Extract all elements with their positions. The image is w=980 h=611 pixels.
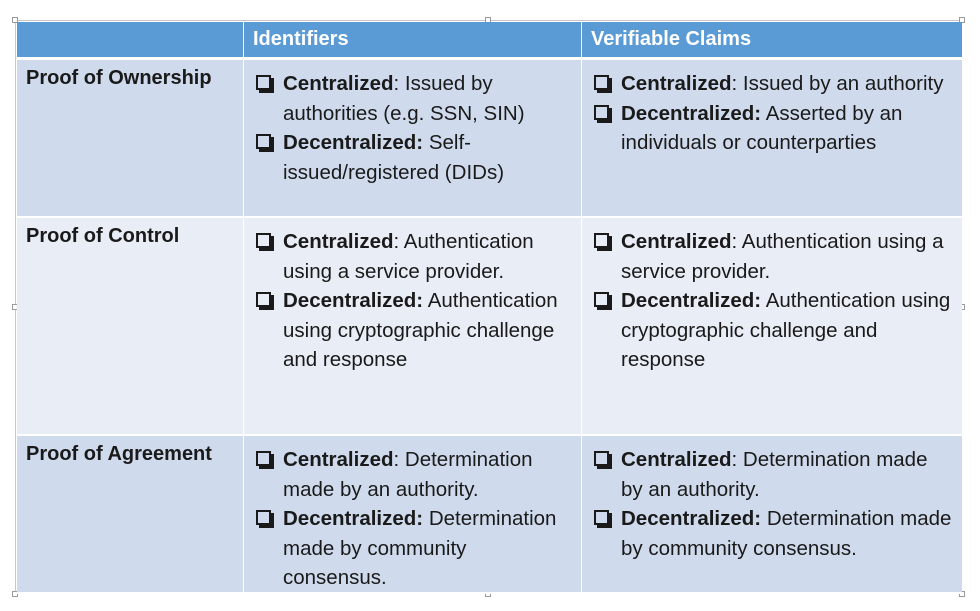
list-item: Decentralized: Determination made by com… [591, 504, 954, 563]
term-label: Decentralized: [283, 507, 424, 530]
checkbox-icon [594, 104, 609, 120]
list-item: Decentralized: Authentication using cryp… [253, 286, 573, 375]
checkbox-icon [594, 510, 609, 525]
term-label: Decentralized: [283, 289, 424, 312]
item-text: Self-issued/registered (DIDs) [283, 131, 505, 184]
item-text: Issued by authorities (e.g. SSN, SIN) [283, 72, 525, 125]
term-label: Centralized [621, 448, 732, 471]
item-text: Authentication using a service provider. [621, 230, 944, 283]
checkbox-icon [594, 292, 609, 307]
resize-handle-top-right[interactable] [959, 17, 965, 23]
item-text: Determination made by an authority. [621, 448, 928, 501]
term-label: Centralized [621, 230, 732, 253]
header-cell-empty[interactable] [17, 22, 244, 60]
term-label: Decentralized: [621, 289, 762, 312]
row-label-agreement[interactable]: Proof of Agreement [17, 436, 244, 594]
bullet-list: Centralized: Determination made by an au… [253, 442, 573, 592]
term-sep: : [393, 72, 400, 95]
comparison-table[interactable]: Identifiers Verifiable Claims Proof of O… [17, 22, 962, 594]
checkbox-icon [256, 451, 271, 466]
resize-handle-bottom-left[interactable] [12, 591, 18, 597]
list-item: Decentralized: Asserted by an individual… [591, 99, 954, 158]
checkbox-icon [256, 292, 271, 307]
term-label: Centralized [283, 72, 394, 95]
list-item: Centralized: Determination made by an au… [591, 445, 954, 504]
term-label: Centralized [621, 72, 732, 95]
checkbox-icon [256, 134, 271, 149]
cell-ownership-identifiers[interactable]: Centralized: Issued by authorities (e.g.… [244, 60, 582, 218]
term-sep: : [393, 230, 400, 253]
item-text: Authentication using cryptographic chall… [283, 289, 558, 371]
list-item: Centralized: Determination made by an au… [253, 445, 573, 504]
list-item: Decentralized: Determination made by com… [253, 504, 573, 592]
list-item: Centralized: Issued by an authority [591, 69, 954, 99]
cell-ownership-claims[interactable]: Centralized: Issued by an authority Dece… [582, 60, 962, 218]
bullet-list: Centralized: Determination made by an au… [591, 442, 954, 563]
item-text: Issued by an authority [737, 72, 944, 95]
header-identifiers[interactable]: Identifiers [244, 22, 582, 60]
resize-handle-top-left[interactable] [12, 17, 18, 23]
term-label: Decentralized: [621, 101, 762, 125]
item-text: Determination made by an authority. [283, 448, 533, 501]
bullet-list: Centralized: Issued by an authority Dece… [591, 66, 954, 158]
checkbox-icon [594, 451, 609, 466]
cell-agreement-identifiers[interactable]: Centralized: Determination made by an au… [244, 436, 582, 594]
resize-handle-bottom-right[interactable] [959, 591, 965, 597]
checkbox-icon [256, 233, 271, 248]
item-text: Determination made by community consensu… [621, 507, 952, 560]
row-label-ownership[interactable]: Proof of Ownership [17, 60, 244, 218]
term-label: Decentralized: [621, 507, 762, 530]
cell-control-identifiers[interactable]: Centralized: Authentication using a serv… [244, 218, 582, 436]
bullet-list: Centralized: Authentication using a serv… [591, 224, 954, 375]
checkbox-icon [594, 233, 609, 248]
term-sep: : [731, 448, 738, 471]
term-sep: : [731, 72, 738, 95]
checkbox-icon [594, 75, 609, 90]
term-sep: : [393, 448, 400, 471]
cell-control-claims[interactable]: Centralized: Authentication using a serv… [582, 218, 962, 436]
term-label: Centralized [283, 230, 394, 253]
item-text: Determination made by community consensu… [283, 507, 557, 589]
checkbox-icon [256, 75, 271, 90]
row-label-control[interactable]: Proof of Control [17, 218, 244, 436]
item-text: Asserted by an individuals or counterpar… [621, 101, 903, 155]
header-verifiable-claims[interactable]: Verifiable Claims [582, 22, 962, 60]
term-label: Centralized [283, 448, 394, 471]
list-item: Decentralized: Authentication using cryp… [591, 286, 954, 375]
term-sep: : [731, 230, 738, 253]
list-item: Centralized: Authentication using a serv… [253, 227, 573, 286]
list-item: Decentralized: Self-issued/registered (D… [253, 128, 573, 187]
item-text: Authentication using cryptographic chall… [621, 289, 951, 371]
item-text: Authentication using a service provider. [283, 230, 534, 283]
term-label: Decentralized: [283, 131, 424, 154]
checkbox-icon [256, 510, 271, 525]
list-item: Centralized: Issued by authorities (e.g.… [253, 69, 573, 128]
bullet-list: Centralized: Issued by authorities (e.g.… [253, 66, 573, 187]
cell-agreement-claims[interactable]: Centralized: Determination made by an au… [582, 436, 962, 594]
bullet-list: Centralized: Authentication using a serv… [253, 224, 573, 375]
list-item: Centralized: Authentication using a serv… [591, 227, 954, 286]
